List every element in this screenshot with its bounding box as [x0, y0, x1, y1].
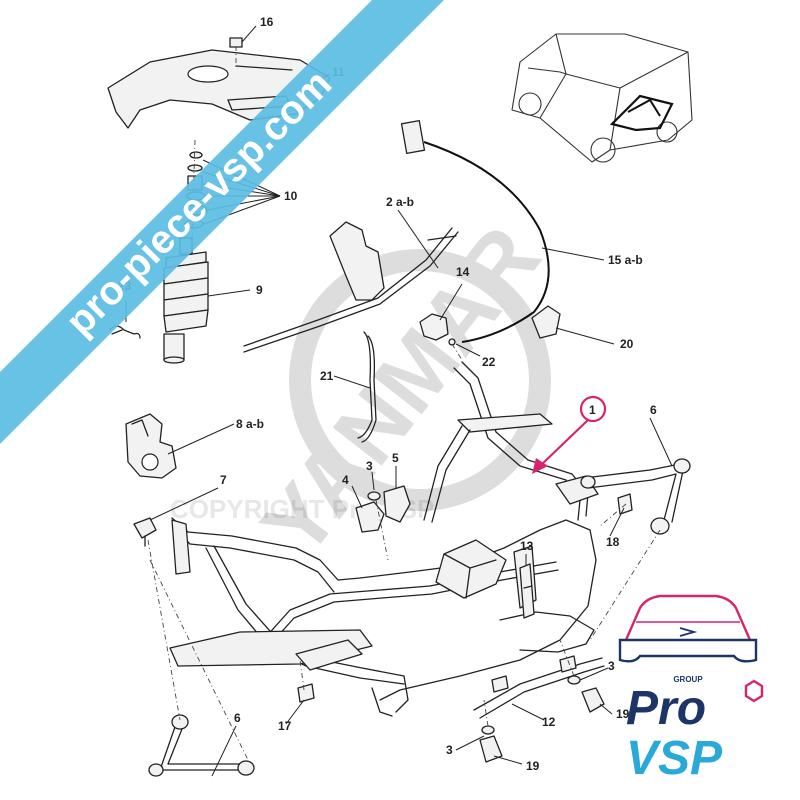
callout-6-bottom: 6: [234, 711, 241, 725]
callout-17: 17: [278, 719, 292, 733]
part-19-bracket-bottom: [479, 735, 503, 763]
callout-19-right: 19: [616, 707, 630, 721]
vehicle-inset: [511, 33, 693, 163]
logo-pro-text: Pro: [626, 682, 706, 735]
provsp-logo: GROUP Pro VSP: [618, 594, 764, 785]
part-2-bracket: [243, 221, 459, 353]
callout-3-top: 3: [366, 459, 373, 473]
callout-20: 20: [620, 337, 634, 351]
callout-8: 8 a-b: [236, 417, 264, 431]
part-1-highlight: [532, 395, 607, 474]
part-3-mount-right: [567, 675, 581, 685]
part-18-bracket: [617, 493, 633, 515]
callout-19-bottom: 19: [526, 759, 540, 773]
part-6-wishbone-upper: [580, 458, 691, 535]
callout-21: 21: [320, 369, 334, 383]
hexagon-icon: [744, 679, 764, 703]
part-21-rod: [357, 331, 377, 443]
callout-6-top: 6: [650, 403, 657, 417]
callout-16: 16: [260, 15, 274, 29]
part-8-knuckle: [125, 413, 177, 479]
part-17-block: [297, 683, 315, 703]
part-13-bracket: [519, 563, 535, 619]
callout-3-bottom: 3: [446, 743, 453, 757]
callout-2: 2 a-b: [386, 195, 414, 209]
callout-3-right: 3: [608, 659, 615, 673]
part-3-mount-bottom: [481, 725, 495, 735]
part-3-rubber-mount: [367, 491, 381, 501]
callout-4: 4: [342, 473, 349, 487]
part-19-bracket-right: [581, 687, 605, 713]
assembly-lines: [147, 343, 661, 765]
callout-10: 10: [284, 189, 298, 203]
callout-14: 14: [456, 265, 470, 279]
part-16-nut: [229, 37, 243, 48]
part-12-crossbar: [473, 655, 605, 719]
logo-vsp-text: VSP: [626, 732, 723, 785]
callout-18: 18: [606, 535, 620, 549]
callout-9: 9: [256, 283, 263, 297]
car-outline-icon: [618, 594, 758, 663]
callout-15: 15 a-b: [608, 253, 643, 267]
part-14-latch: [419, 313, 456, 346]
logo-group-text: GROUP: [673, 675, 703, 684]
part-4-bracket: [355, 501, 385, 533]
part-7-mount: [133, 517, 157, 547]
callout-12: 12: [542, 715, 556, 729]
part-6-wishbone-lower: [148, 714, 255, 777]
part-20-clip: [531, 305, 561, 339]
part-15-cable: [400, 120, 550, 343]
part-5-bracket: [383, 485, 411, 523]
callout-1: 1: [589, 403, 596, 417]
callout-22: 22: [482, 355, 496, 369]
callout-13: 13: [520, 539, 534, 553]
callout-7: 7: [220, 473, 227, 487]
callout-5: 5: [392, 451, 399, 465]
